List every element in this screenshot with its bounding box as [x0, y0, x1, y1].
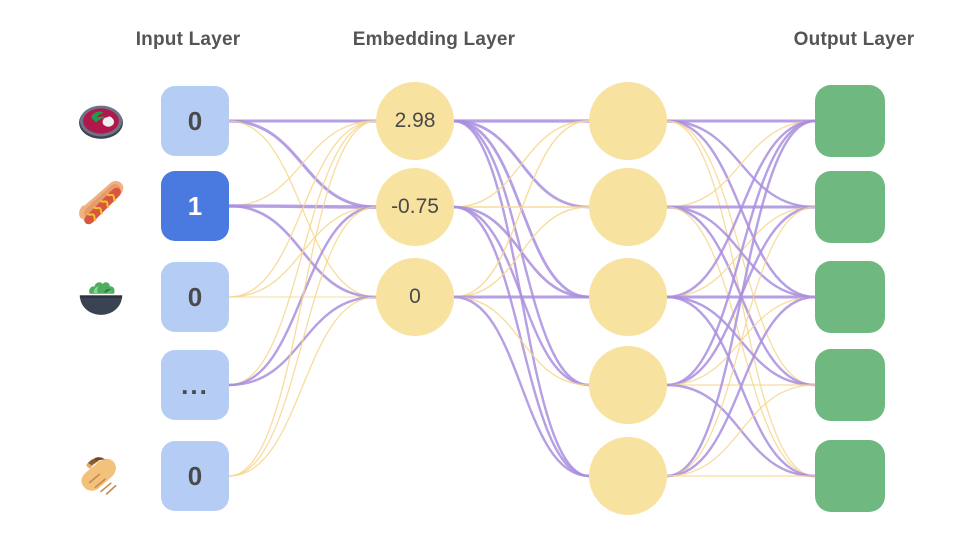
embedding-node-value: -0.75 [391, 195, 439, 218]
input-cell-value: 1 [187, 190, 203, 221]
edge [453, 119, 590, 299]
input-cell[interactable]: 0 [161, 86, 229, 156]
edge [666, 205, 816, 299]
edge [228, 119, 377, 209]
edge [666, 120, 816, 477]
edge [666, 120, 816, 386]
edge [228, 295, 377, 387]
embedding-node[interactable]: -0.75 [376, 168, 454, 246]
edge [666, 295, 816, 478]
edge [228, 120, 377, 477]
edge [228, 205, 377, 387]
edge [453, 295, 590, 478]
input-cell-value: 0 [187, 281, 203, 312]
edge [666, 119, 816, 387]
edge [228, 120, 377, 207]
edge [666, 119, 816, 299]
hidden-node[interactable] [589, 258, 667, 336]
edge [453, 119, 590, 209]
edge [453, 296, 590, 386]
input-cell-value: 0 [187, 105, 203, 136]
edge [228, 206, 377, 298]
output-cell[interactable] [815, 349, 885, 421]
input-cell-value: 0 [187, 460, 203, 491]
edge [666, 120, 816, 208]
stew-icon [75, 95, 127, 147]
input-cell[interactable]: ... [161, 350, 229, 420]
edge [453, 120, 590, 208]
edge [666, 383, 816, 478]
burrito-icon [75, 450, 127, 502]
edge [228, 204, 377, 209]
edge [228, 204, 377, 299]
input-cell[interactable]: 1 [161, 171, 229, 241]
edge [666, 206, 816, 477]
embedding-node[interactable]: 0 [376, 258, 454, 336]
edge [666, 205, 816, 387]
edge [666, 205, 816, 387]
input-layer-title: Input Layer [135, 29, 241, 50]
output-layer-title: Output Layer [793, 29, 915, 50]
embedding-node[interactable]: 2.98 [376, 82, 454, 160]
edge [666, 119, 816, 209]
edge [666, 119, 816, 478]
output-cell[interactable] [815, 85, 885, 157]
edge [453, 119, 590, 478]
input-cell-value: ... [181, 370, 209, 400]
input-cell[interactable]: 0 [161, 262, 229, 332]
input-cell[interactable]: 0 [161, 441, 229, 511]
edge [666, 206, 816, 477]
edge [228, 296, 377, 477]
edge [453, 205, 590, 387]
edge [666, 206, 816, 298]
edge [453, 120, 590, 298]
embedding-node-value: 0 [409, 285, 421, 308]
output-cell[interactable] [815, 261, 885, 333]
edge [228, 206, 377, 477]
edge [666, 295, 816, 387]
hidden-node[interactable] [589, 168, 667, 246]
edge [228, 120, 377, 298]
hidden-node[interactable] [589, 437, 667, 515]
hidden-node[interactable] [589, 82, 667, 160]
edge [453, 119, 590, 387]
embedding-node-value: 2.98 [394, 109, 436, 132]
edge [453, 206, 590, 298]
edge [228, 120, 377, 298]
output-cell[interactable] [815, 440, 885, 512]
hotdog-icon [75, 180, 127, 232]
output-cell[interactable] [815, 171, 885, 243]
salad-icon [75, 271, 127, 323]
edges-hidden-to-output [666, 119, 816, 478]
edge [453, 205, 590, 299]
embedding-layer-title: Embedding Layer [352, 29, 516, 50]
edge [453, 205, 590, 478]
edges-embedding-to-hidden [453, 119, 590, 478]
hidden-node[interactable] [589, 346, 667, 424]
edge [666, 384, 816, 477]
edges-input-to-embedding [228, 119, 377, 477]
edge [666, 295, 816, 478]
edge [666, 296, 816, 386]
edge [228, 120, 377, 386]
edge [666, 119, 816, 299]
